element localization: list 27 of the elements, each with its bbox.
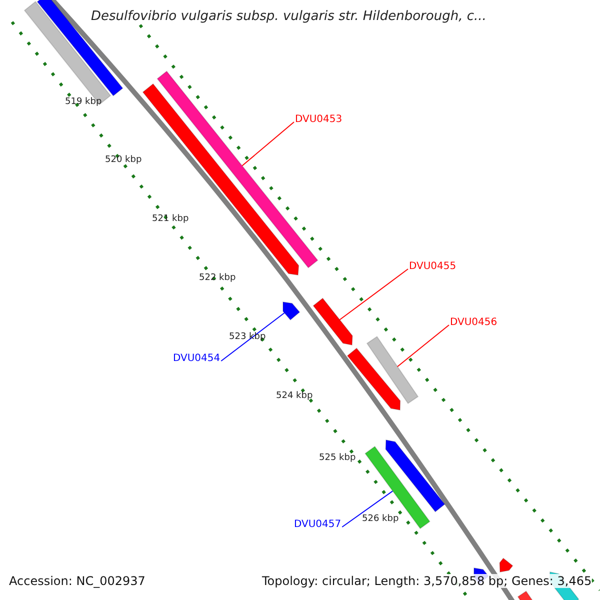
scale-label: 520 kbp <box>105 155 142 165</box>
scale-label: 522 kbp <box>199 273 236 283</box>
scale-label: 521 kbp <box>152 214 189 224</box>
gene-block <box>312 298 353 346</box>
gene-label: DVU0453 <box>295 114 342 125</box>
scale-label: 519 kbp <box>65 97 102 107</box>
leader-line <box>396 324 450 368</box>
info-text: Accession: NC_002937 <box>9 574 146 588</box>
gene-block <box>282 301 300 321</box>
leader-line <box>339 268 408 320</box>
scale-label: 524 kbp <box>276 391 313 401</box>
gene-block <box>364 446 430 530</box>
leader-line <box>342 490 394 528</box>
scale-label: 525 kbp <box>319 453 356 463</box>
gene-label: DVU0457 <box>294 519 342 530</box>
gene-label: DVU0455 <box>409 261 456 272</box>
leader-line <box>220 312 285 362</box>
gene-label: DVU0454 <box>173 353 220 364</box>
gene-label: DVU0456 <box>450 317 498 328</box>
gene-block <box>366 336 419 404</box>
gene-block <box>385 439 446 512</box>
leader-line <box>242 122 294 166</box>
title: Desulfovibrio vulgaris subsp. vulgaris str. Hildenborough, c... <box>91 9 486 24</box>
gene-block <box>346 348 401 411</box>
scale-label: 526 kbp <box>362 514 399 524</box>
info-text: Topology: circular; Length: 3,570,858 bp; Genes: 3,465 <box>262 574 592 588</box>
gene-block <box>499 558 514 573</box>
